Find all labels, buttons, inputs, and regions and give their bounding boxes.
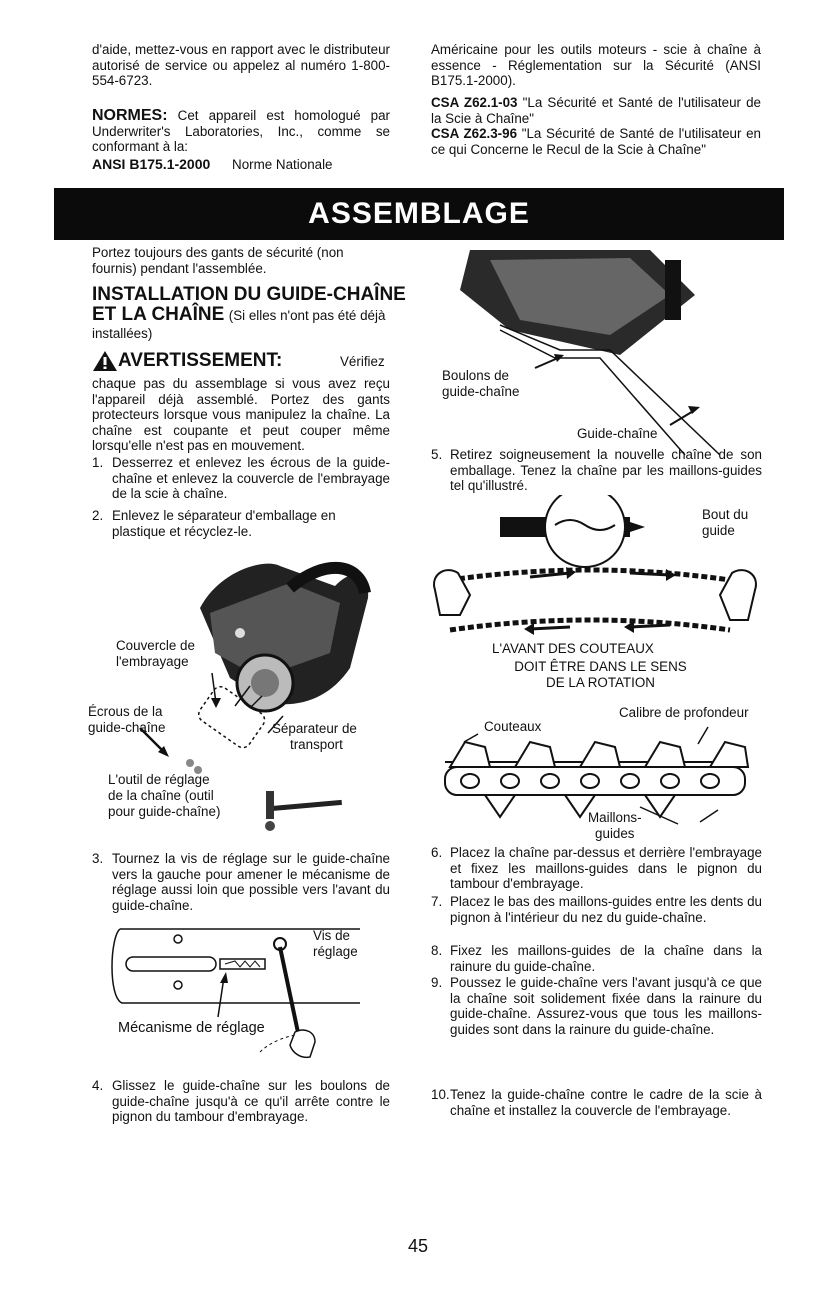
step-9-text: Poussez le guide-chaîne vers l'avant jus… — [450, 975, 762, 1037]
step-10-number: 10. — [431, 1087, 450, 1102]
install-title-line1: INSTALLATION DU GUIDE-CHAÎNE — [92, 284, 406, 305]
csa1-label: CSA Z62.1-03 — [431, 95, 518, 110]
label-mecanisme: Mécanisme de réglage — [118, 1020, 265, 1036]
step-6-number: 6. — [431, 845, 443, 860]
label-calibre: Calibre de profondeur — [619, 705, 749, 720]
csa2-paragraph: CSA Z62.3-96 "La Sécurité de Santé de l'… — [431, 126, 761, 157]
warning-heading: AVERTISSEMENT: Vérifiez — [92, 350, 392, 374]
step-1-number: 1. — [92, 455, 104, 470]
step-2-number: 2. — [92, 508, 104, 523]
step-3-number: 3. — [92, 851, 104, 866]
hand-icon — [289, 1029, 316, 1059]
csa2-text: "La Sécurité de Santé de l'utilisateur e… — [431, 126, 761, 157]
csa1-paragraph: CSA Z62.1-03 "La Sécurité et Santé de l'… — [431, 95, 761, 126]
page-number: 45 — [408, 1236, 429, 1256]
install-title-2: ET LA CHAÎNE — [92, 304, 225, 325]
step-9-number: 9. — [431, 975, 443, 990]
right-hand-icon — [718, 569, 757, 621]
ansi-text: Norme Nationale — [232, 157, 333, 172]
label-guide-chaine: Guide-chaîne — [577, 426, 658, 441]
step-2-text: Enlevez le séparateur d'emballage en pla… — [112, 508, 336, 539]
normes-label: NORMES: — [92, 107, 168, 124]
chain-holding-figure — [433, 495, 757, 635]
csa2-label: CSA Z62.3-96 — [431, 126, 518, 141]
step-7-text: Placez le bas des maillons-guides entre … — [450, 894, 762, 925]
step-6-text: Placez la chaîne par-dessus et derrière … — [450, 845, 762, 892]
normes-text: Cet appareil est homologué par Underwrit… — [92, 108, 390, 155]
adjuster-figure — [111, 928, 360, 1059]
chain-parts-figure — [444, 726, 750, 825]
step-5-text: Retirez soigneusement la nouvelle chaîne… — [450, 447, 762, 494]
step-10-text: Tenez la guide-chaîne contre le cadre de… — [450, 1087, 762, 1118]
left-hand-icon — [433, 569, 472, 616]
label-couteaux: Couteaux — [484, 719, 542, 734]
step-1-text: Desserrez et enlevez les écrous de la gu… — [112, 455, 390, 502]
guide-bar-figure — [460, 250, 721, 455]
step-8-text: Fixez les maillons-guides de la chaîne d… — [450, 943, 762, 974]
step-3-text: Tournez la vis de réglage sur le guide-c… — [112, 851, 390, 913]
csa1-text: "La Sécurité et Santé de l'utilisateur d… — [431, 95, 762, 126]
step-4-text: Glissez le guide-chaîne sur les boulons … — [112, 1078, 390, 1125]
step-5-number: 5. — [431, 447, 443, 462]
normes-paragraph: NORMES: Cet appareil est homologué par U… — [92, 108, 390, 155]
ansi-line: ANSI B175.1-2000 Norme Nationale — [92, 156, 390, 173]
label-maillons-guides: Maillons-guides — [588, 810, 642, 841]
warning-icon — [93, 351, 117, 371]
intro-paragraph: d'aide, mettez-vous en rapport avec le d… — [92, 42, 390, 89]
ansi-continuation: Américaine pour les outils moteurs - sci… — [431, 42, 761, 89]
step-7-number: 7. — [431, 894, 443, 909]
warning-first-word: Vérifiez — [340, 354, 385, 369]
gloves-note: Portez toujours des gants de sécurité (n… — [92, 245, 344, 276]
label-avant-couteaux: L'AVANT DES COUTEAUX — [492, 641, 654, 656]
install-note: (Si elles n'ont pas été déjà installées) — [92, 308, 386, 341]
step-8-number: 8. — [431, 943, 443, 958]
section-banner: ASSEMBLAGE — [54, 188, 784, 240]
clutch-cover-figure — [139, 561, 371, 831]
step-4-number: 4. — [92, 1078, 104, 1093]
warning-text: chaque pas du assemblage si vous avez re… — [92, 376, 390, 454]
install-title-line2: ET LA CHAÎNE (Si elles n'ont pas été déj… — [92, 304, 392, 343]
ansi-label: ANSI B175.1-2000 — [92, 156, 211, 172]
warning-label: AVERTISSEMENT: — [118, 350, 283, 371]
wrench-tool-icon — [265, 791, 342, 831]
